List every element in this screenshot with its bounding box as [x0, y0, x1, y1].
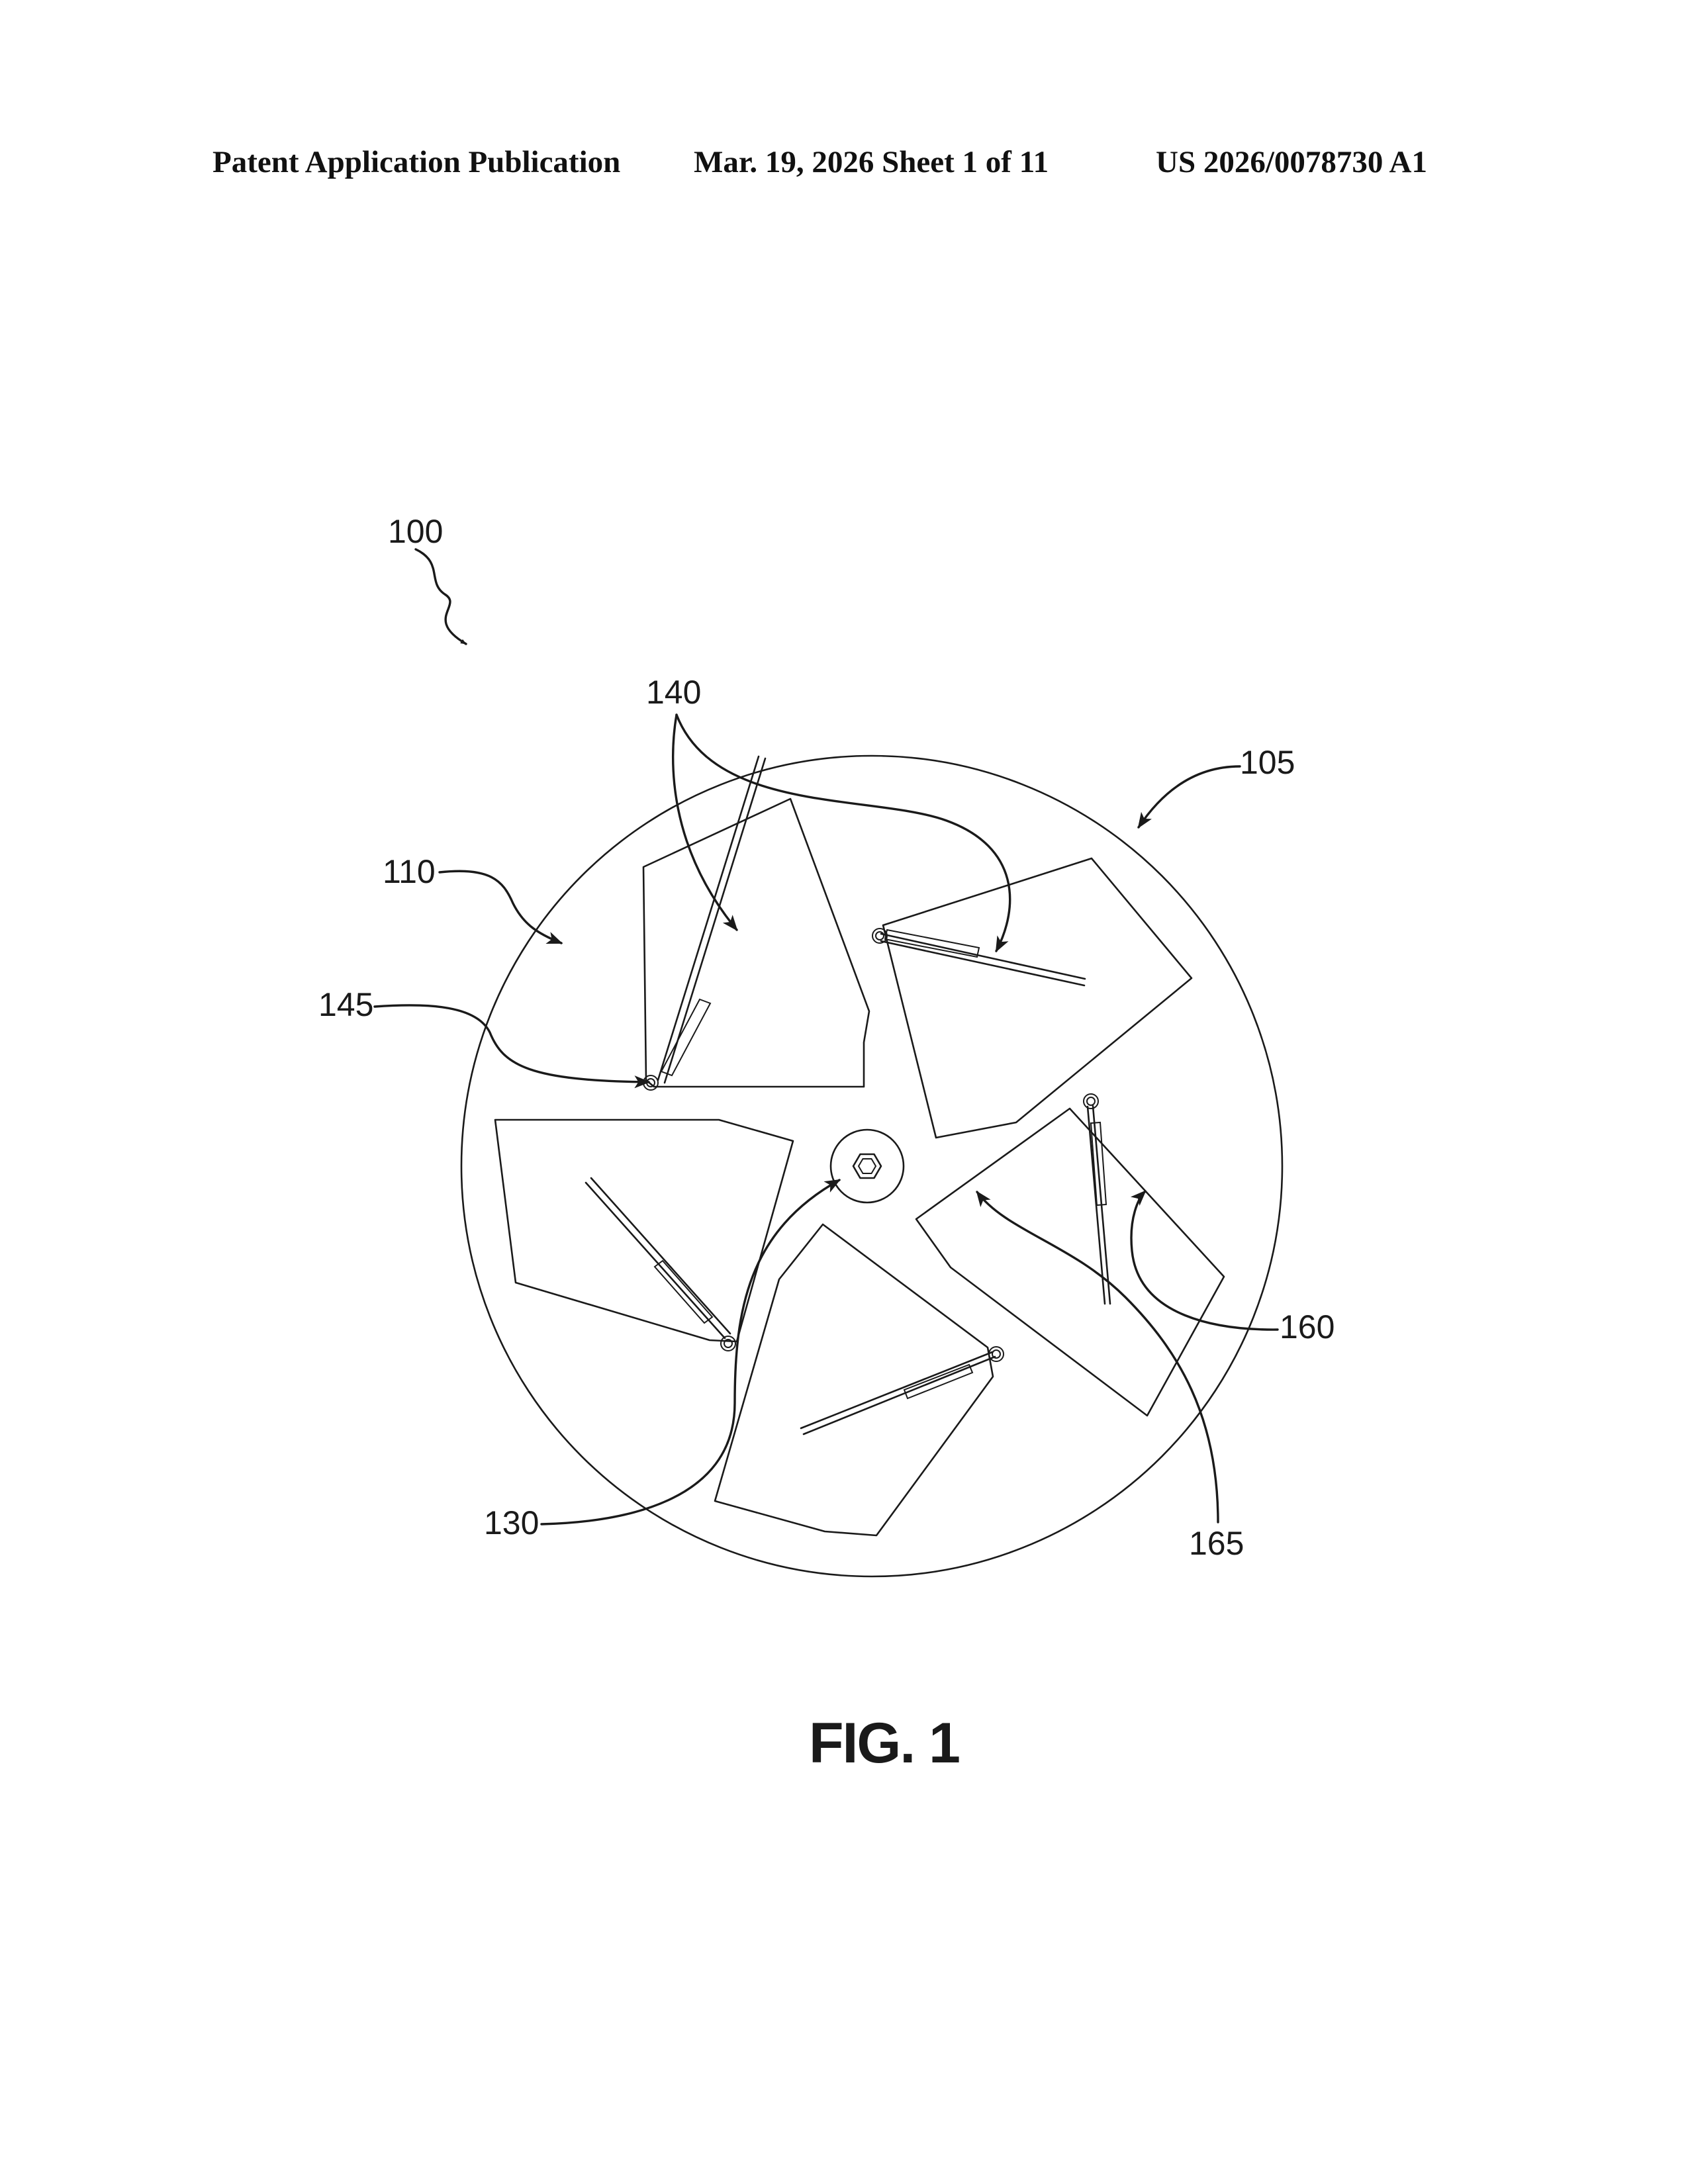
- leader-160: [1131, 1191, 1278, 1330]
- ref-165: 165: [1189, 1525, 1244, 1562]
- ref-145: 145: [318, 986, 373, 1023]
- leader-110: [440, 871, 561, 943]
- ref-110: 110: [383, 853, 436, 890]
- ref-105: 105: [1240, 744, 1295, 781]
- ref-140: 140: [646, 674, 701, 711]
- disc-outline: [461, 756, 1282, 1576]
- figure-caption: FIG. 1: [809, 1711, 959, 1775]
- ref-130: 130: [484, 1504, 539, 1541]
- leader-145: [375, 1005, 649, 1082]
- ref-160: 160: [1280, 1308, 1335, 1345]
- ref-100: 100: [388, 513, 443, 550]
- window-left: [495, 1120, 793, 1351]
- leader-165: [977, 1192, 1218, 1522]
- leader-100: [416, 549, 466, 644]
- leader-105: [1139, 766, 1240, 827]
- leader-140-left: [673, 715, 737, 930]
- window-bottom: [715, 1224, 1004, 1535]
- central-hub: [831, 1130, 904, 1203]
- leader-130: [541, 1180, 839, 1524]
- window-upper-right: [872, 858, 1192, 1138]
